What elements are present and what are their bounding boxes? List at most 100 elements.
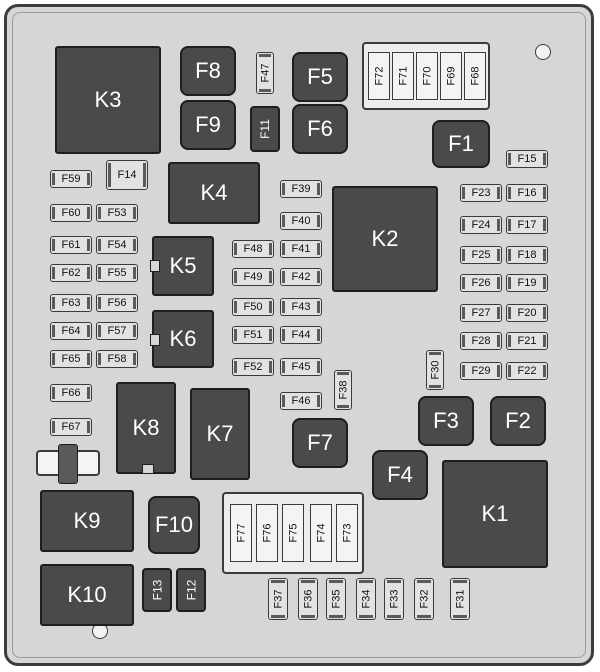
fuse-f35-label: F35	[330, 589, 342, 609]
fuse-f74-label: F74	[315, 523, 327, 543]
fuse-f15: F15	[506, 150, 548, 168]
fuse-f25: F25	[460, 246, 502, 264]
fuse-f46: F46	[280, 392, 322, 410]
fuse-f24: F24	[460, 216, 502, 234]
fuse-f42: F42	[280, 268, 322, 286]
fuse-f39: F39	[280, 180, 322, 198]
fuse-tray-bottom: F77 F76 F75 F74 F73	[222, 492, 364, 574]
fuse-f51: F51	[232, 326, 274, 344]
fuse-f32: F32	[414, 578, 434, 620]
fuse-f62: F62	[50, 264, 92, 282]
fuse-f45: F45	[280, 358, 322, 376]
fuse-f9: F9	[180, 100, 236, 150]
fuse-f47-label: F47	[259, 63, 271, 83]
fuse-f71-label: F71	[397, 66, 409, 86]
fuse-f74: F74	[310, 504, 332, 562]
fuse-f54: F54	[96, 236, 138, 254]
connector-clip-latch	[58, 444, 78, 484]
relay-k1: K1	[442, 460, 548, 568]
fuse-f31-label: F31	[454, 589, 466, 609]
fuse-f77: F77	[230, 504, 252, 562]
fuse-f27: F27	[460, 304, 502, 322]
fuse-f37-label: F37	[272, 589, 284, 609]
fuse-f49: F49	[232, 268, 274, 286]
fuse-f6: F6	[292, 104, 348, 154]
fuse-f19: F19	[506, 274, 548, 292]
fuse-f66: F66	[50, 384, 92, 402]
relay-k6-notch	[150, 334, 160, 346]
fuse-f21: F21	[506, 332, 548, 350]
fuse-f44: F44	[280, 326, 322, 344]
fuse-f40: F40	[280, 212, 322, 230]
fuse-f76: F76	[256, 504, 278, 562]
fuse-f68: F68	[464, 52, 486, 100]
relay-k8-notch	[142, 464, 154, 474]
fuse-f65: F65	[50, 350, 92, 368]
fuse-tray-top: F72 F71 F70 F69 F68	[362, 42, 490, 110]
fuse-f23: F23	[460, 184, 502, 202]
fuse-f72-label: F72	[373, 66, 385, 86]
fuse-f75-label: F75	[287, 523, 299, 543]
fuse-f38-label: F38	[337, 380, 349, 400]
fuse-f13: F13	[142, 568, 172, 612]
fuse-f22: F22	[506, 362, 548, 380]
fuse-f59: F59	[50, 170, 92, 188]
mounting-hole-top	[535, 44, 551, 60]
connector-clip	[36, 444, 100, 484]
fuse-f33-label: F33	[388, 589, 400, 609]
fuse-f57: F57	[96, 322, 138, 340]
fuse-f3: F3	[418, 396, 474, 446]
fuse-f69: F69	[440, 52, 462, 100]
relay-k7: K7	[190, 388, 250, 480]
relay-k3: K3	[55, 46, 161, 154]
fuse-f10: F10	[148, 496, 200, 554]
fuse-f48: F48	[232, 240, 274, 258]
fuse-f69-label: F69	[445, 66, 457, 86]
fuse-f32-label: F32	[418, 589, 430, 609]
fuse-f29: F29	[460, 362, 502, 380]
relay-k5-notch	[150, 260, 160, 272]
fuse-f17: F17	[506, 216, 548, 234]
fuse-f7: F7	[292, 418, 348, 468]
fuse-f63: F63	[50, 294, 92, 312]
fuse-f34-label: F34	[360, 589, 372, 609]
relay-k2: K2	[332, 186, 438, 292]
fuse-f61: F61	[50, 236, 92, 254]
fuse-f52: F52	[232, 358, 274, 376]
fuse-f30: F30	[426, 350, 444, 390]
relay-k6: K6	[152, 310, 214, 368]
fuse-f43: F43	[280, 298, 322, 316]
fuse-f5: F5	[292, 52, 348, 102]
fuse-f11: F11	[250, 106, 280, 152]
fuse-f72: F72	[368, 52, 390, 100]
fuse-f1: F1	[432, 120, 490, 168]
fuse-f31: F31	[450, 578, 470, 620]
fuse-f28: F28	[460, 332, 502, 350]
fuse-f36: F36	[298, 578, 318, 620]
fuse-f36-label: F36	[302, 589, 314, 609]
fuse-f41: F41	[280, 240, 322, 258]
fuse-f70: F70	[416, 52, 438, 100]
relay-k10: K10	[40, 564, 134, 626]
fuse-f35: F35	[326, 578, 346, 620]
fuse-f12-label: F12	[184, 579, 198, 601]
fuse-f50: F50	[232, 298, 274, 316]
fuse-f2: F2	[490, 396, 546, 446]
fuse-f70-label: F70	[421, 66, 433, 86]
fuse-f16: F16	[506, 184, 548, 202]
fuse-f67: F67	[50, 418, 92, 436]
fuse-f56: F56	[96, 294, 138, 312]
relay-k4: K4	[168, 162, 260, 224]
fuse-f75: F75	[282, 504, 304, 562]
fuse-f13-label: F13	[150, 579, 164, 601]
fuse-f58: F58	[96, 350, 138, 368]
fuse-f20: F20	[506, 304, 548, 322]
fuse-f60: F60	[50, 204, 92, 222]
fuse-f38: F38	[334, 370, 352, 410]
fuse-f76-label: F76	[261, 523, 273, 543]
fuse-f77-label: F77	[235, 523, 247, 543]
fuse-f64: F64	[50, 322, 92, 340]
fuse-f8: F8	[180, 46, 236, 96]
fuse-box-inner-outline	[12, 12, 586, 658]
